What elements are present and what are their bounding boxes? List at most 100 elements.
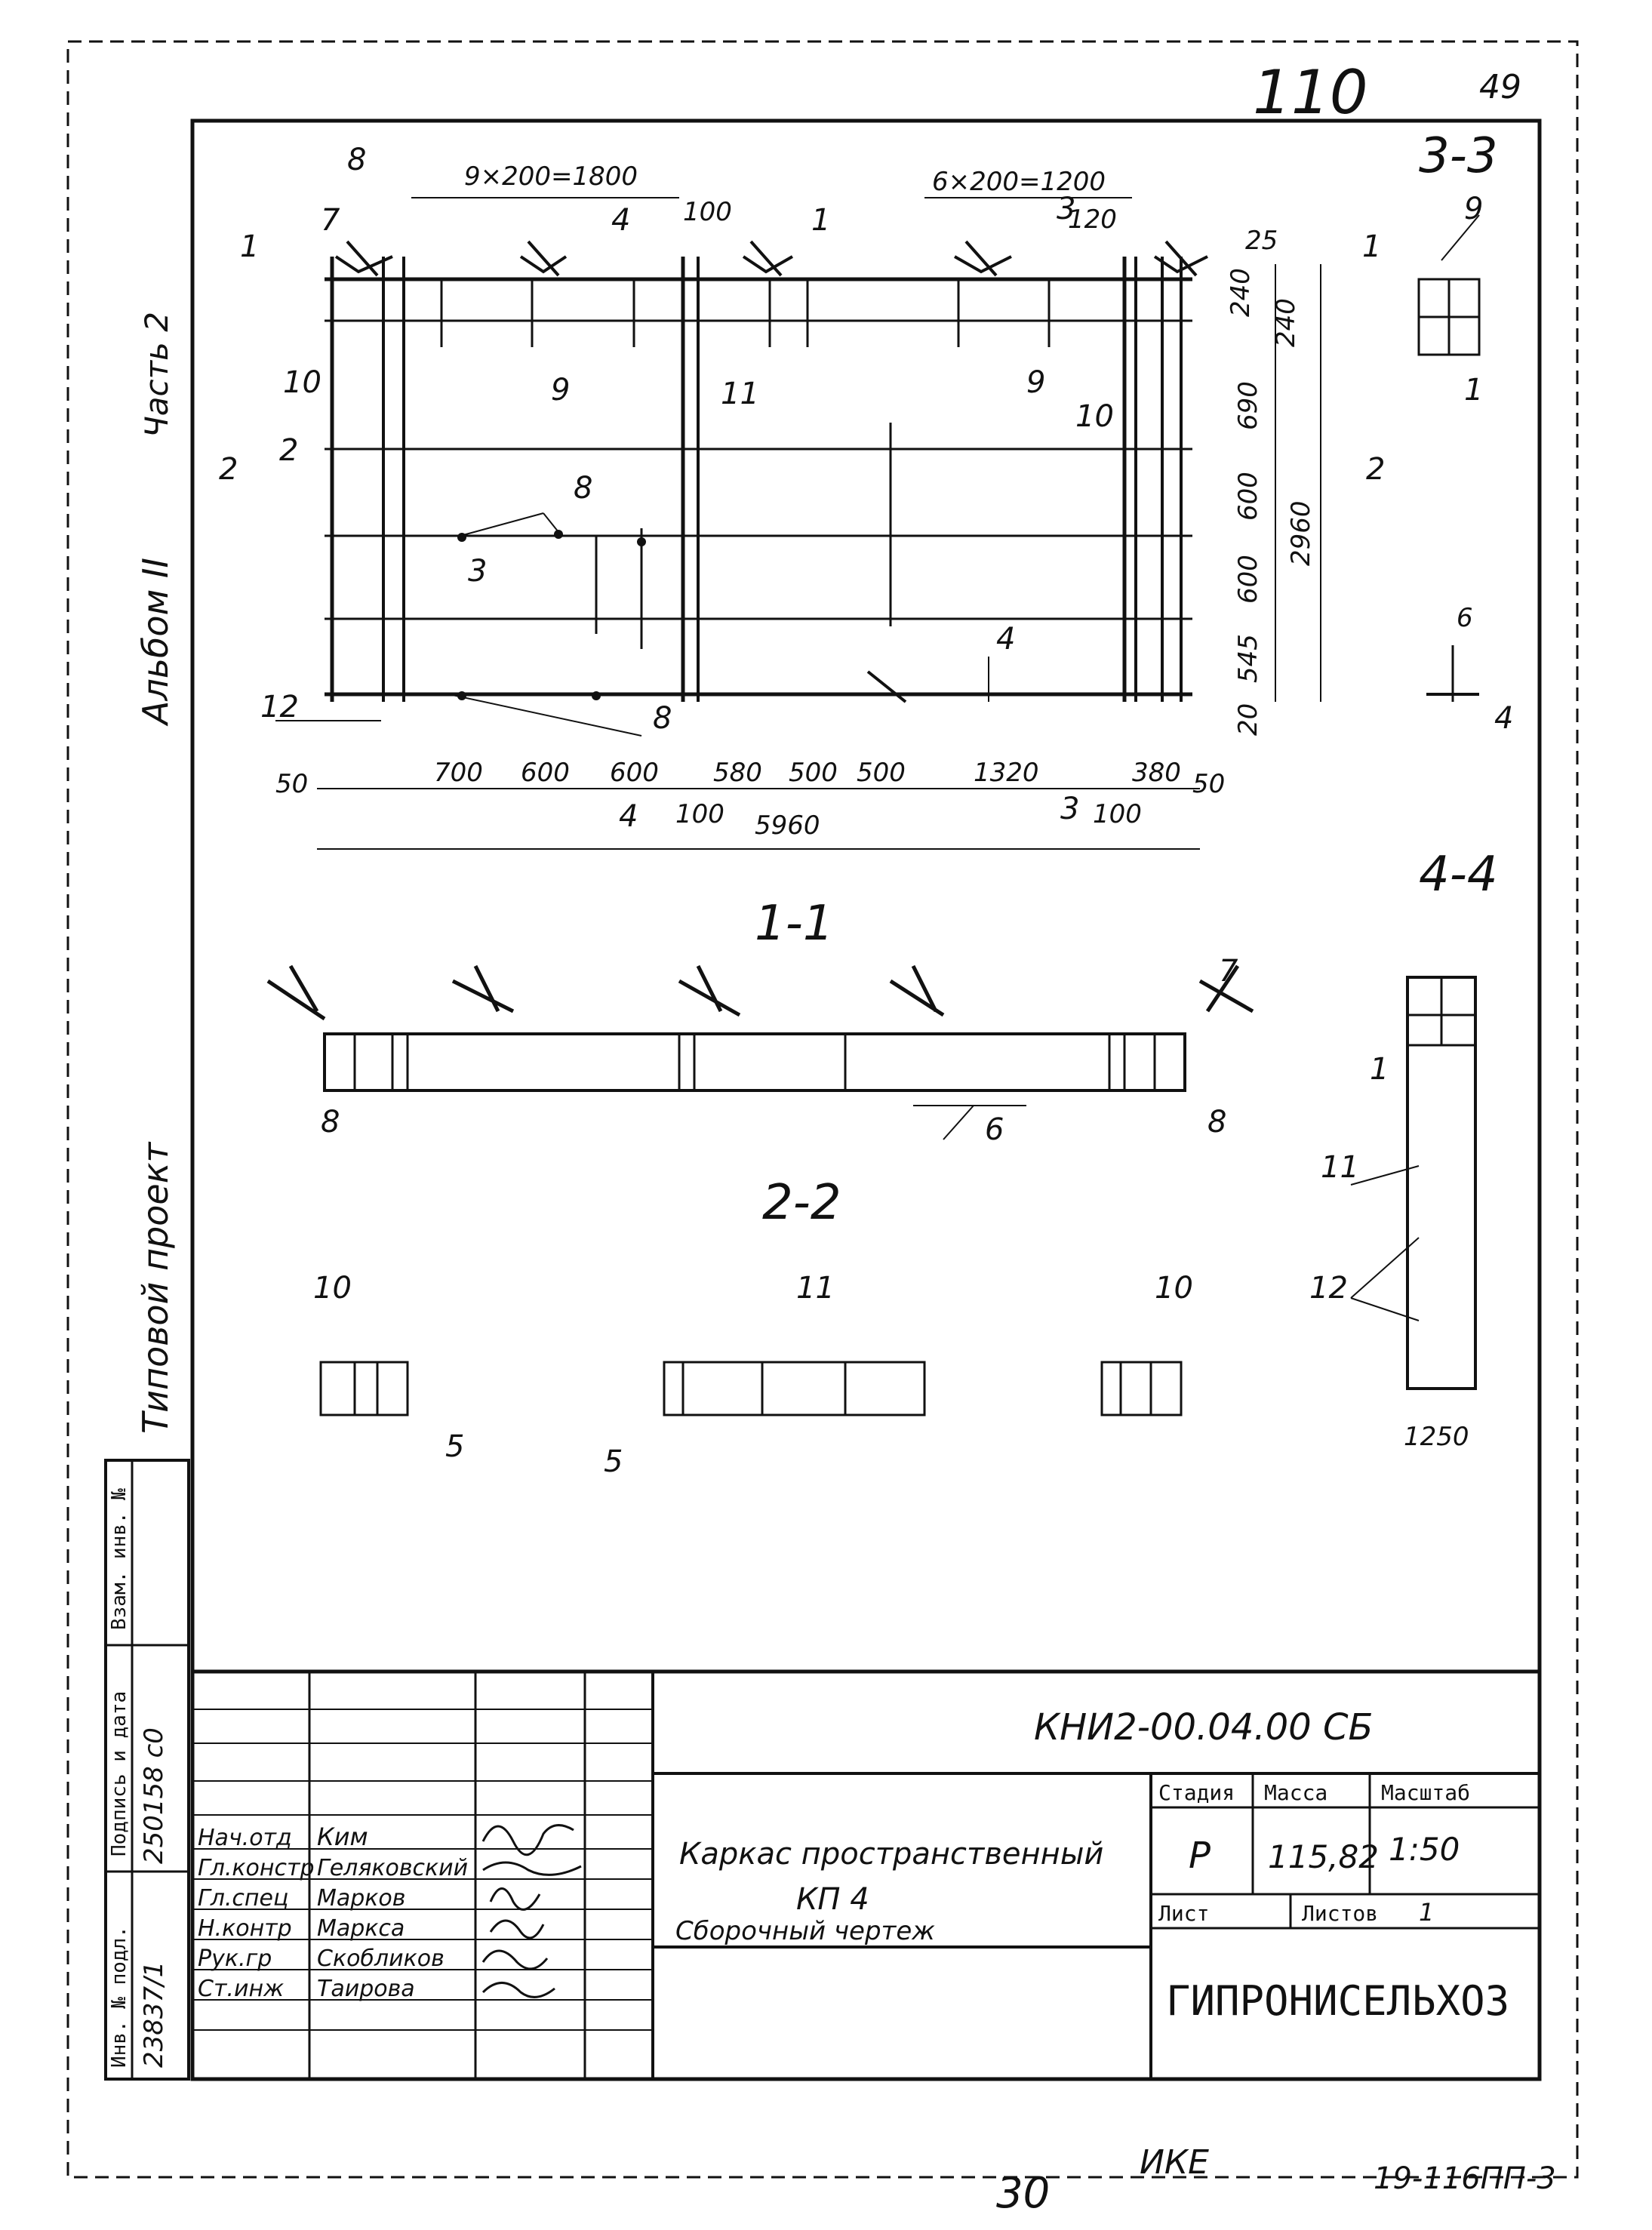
section-4-4-pos-1: 1 — [1370, 1052, 1389, 1087]
sheet-label: Лист — [1158, 1901, 1209, 1926]
inner-frame — [190, 118, 1542, 2081]
album-label: Альбом II — [135, 558, 176, 727]
cut-3-bot: 3 — [1060, 792, 1079, 826]
dim-right-20: 20 — [1233, 703, 1263, 736]
main-view: 9×200=1800 6×200=1200 100 120 25 240 240… — [260, 143, 1321, 850]
pos-12: 12 — [260, 690, 299, 724]
section-3-3-pos-1: 1 — [1464, 373, 1483, 408]
dim-top-120: 120 — [1068, 205, 1117, 235]
dim-bot-1320: 1320 — [974, 758, 1039, 788]
pos-9-b: 9 — [1026, 365, 1045, 400]
pos-9-a: 9 — [551, 373, 570, 408]
section-4-4-pos-12: 12 — [1309, 1271, 1348, 1306]
dim-bot-600a: 600 — [521, 758, 570, 788]
sig-role-2: Гл.констр — [198, 1855, 315, 1881]
dim-right-600a: 600 — [1233, 472, 1263, 521]
dim-top-1800: 9×200=1800 — [464, 161, 638, 192]
sig-name-5: Скобликов — [317, 1945, 445, 1972]
section-1-1-pos-8b: 8 — [1207, 1105, 1226, 1140]
dim-bot-50a: 50 — [275, 769, 308, 799]
dim-bot-100a: 100 — [675, 799, 724, 829]
sig-role-5: Рук.гр — [198, 1945, 272, 1972]
section-2-2: 2-2 10 11 10 5 5 — [313, 1175, 1193, 1479]
section-2-2-title: 2-2 — [762, 1175, 841, 1231]
stamp-inv-no-label: Инв. № подл. — [108, 1926, 131, 2068]
cut-1-mid: 1 — [811, 203, 830, 238]
stamp-inv-no-value: 23837/1 — [139, 1961, 169, 2068]
cut-3-top: 3 — [1057, 192, 1075, 226]
cut-1-right: 1 — [1362, 229, 1381, 264]
pos-8-top: 8 — [347, 143, 366, 177]
pos-8-bot: 8 — [653, 701, 672, 736]
dim-top-1200: 6×200=1200 — [932, 167, 1106, 197]
sig-name-4: Маркса — [317, 1915, 405, 1942]
bottom-center-text: ИКЕ — [1140, 2143, 1209, 2182]
sig-role-6: Ст.инж — [198, 1976, 284, 2002]
scale-value: 1:50 — [1389, 1831, 1460, 1868]
dim-bot-100b: 100 — [1093, 799, 1142, 829]
dim-right-2960: 2960 — [1286, 500, 1316, 566]
mass-value: 115,82 — [1268, 1838, 1379, 1875]
section-4-4-dim: 1250 — [1404, 1422, 1469, 1452]
stamp-signature-value: 250158 с0 — [139, 1727, 169, 1864]
sig-role-3: Гл.спец — [198, 1885, 288, 1912]
stage-label: Стадия — [1158, 1780, 1235, 1805]
title-block: КНИ2-00.04.00 СБ Каркас пространственный… — [190, 1669, 1542, 2081]
section-3-3-pos-6: 6 — [1457, 603, 1473, 633]
stamp-signature-date-label: Подпись и дата — [108, 1691, 131, 1856]
section-2-2-pos-11: 11 — [796, 1271, 835, 1306]
pos-3: 3 — [468, 554, 487, 589]
section-1-1-title: 1-1 — [755, 896, 834, 952]
dim-right-600b: 600 — [1233, 555, 1263, 604]
part-label: Часть 2 — [138, 312, 175, 438]
title-line-3: Сборочный чертеж — [675, 1916, 935, 1946]
sheets-label: Листов — [1302, 1901, 1378, 1926]
section-4-4-title: 4-4 — [1419, 847, 1498, 903]
section-1-1-pos-8a: 8 — [321, 1105, 340, 1140]
organization: ГИПРОНИСЕЛЬХОЗ — [1166, 1977, 1509, 2025]
dim-top-100: 100 — [683, 197, 732, 227]
section-2-2-pos-10b: 10 — [1155, 1271, 1193, 1306]
sig-name-2: Геляковский — [317, 1855, 468, 1881]
sheet-number: 110 — [1253, 57, 1368, 128]
section-3-3-pos-9: 9 — [1464, 192, 1483, 226]
mass-label: Масса — [1264, 1780, 1327, 1805]
pos-10-a: 10 — [283, 365, 321, 400]
section-4-4-pos-11: 11 — [1321, 1150, 1359, 1185]
dim-bot-5960: 5960 — [755, 810, 820, 841]
section-1-1: 1-1 7 8 8 6 — [266, 896, 1254, 1147]
section-2-2-pos-10a: 10 — [313, 1271, 352, 1306]
title-line-1: Каркас пространственный — [679, 1837, 1103, 1872]
pos-4: 4 — [996, 622, 1015, 657]
dim-bot-700: 700 — [434, 758, 483, 788]
section-3-3-title: 3-3 — [1419, 128, 1498, 184]
cut-4-top: 4 — [611, 203, 630, 238]
cut-2-left: 2 — [219, 452, 238, 487]
cut-2-right: 2 — [1366, 452, 1385, 487]
dim-right-240a: 240 — [1226, 268, 1256, 317]
sig-name-6: Таирова — [317, 1976, 415, 2002]
dim-bot-500a: 500 — [789, 758, 838, 788]
bottom-number: 30 — [996, 2169, 1050, 2218]
project-type-label: Типовой проект — [135, 1142, 176, 1434]
section-3-3: 3-3 9 1 6 4 — [1417, 128, 1513, 736]
dim-bot-500b: 500 — [857, 758, 906, 788]
title-line-2: КП 4 — [796, 1882, 869, 1917]
cut-1-left: 1 — [240, 229, 259, 264]
dim-right-545: 545 — [1233, 634, 1263, 683]
pos-10-b: 10 — [1075, 399, 1114, 434]
doc-code: КНИ2-00.04.00 СБ — [1034, 1706, 1373, 1749]
section-2-2-pos-5b: 5 — [604, 1444, 623, 1479]
sig-name-1: Ким — [317, 1822, 368, 1851]
cut-markers: 1 1 2 2 4 3 4 3 1 — [219, 192, 1385, 834]
sig-name-3: Марков — [317, 1885, 405, 1912]
section-1-1-pos-7: 7 — [1219, 954, 1238, 989]
corner-mark: 49 — [1479, 68, 1521, 106]
dim-bot-50b: 50 — [1192, 769, 1225, 799]
outer-frame — [66, 40, 1579, 2179]
sheets-value: 1 — [1419, 1898, 1434, 1927]
left-stamp: Инв. № подл. Подпись и дата Взам. инв. №… — [104, 1459, 190, 2081]
pos-8-mid: 8 — [574, 471, 592, 506]
pos-11: 11 — [721, 377, 759, 411]
